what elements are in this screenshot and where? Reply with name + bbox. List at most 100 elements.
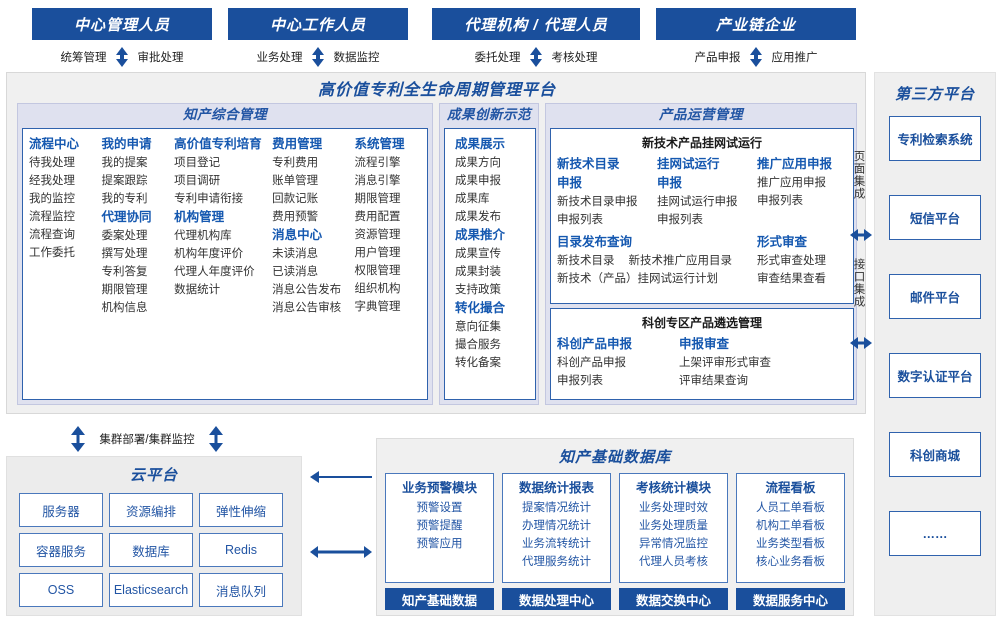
po2-col-head-1[interactable]: 申报审查 [679,337,730,351]
po-directory-item-1[interactable]: 新技术推广应用目录 [628,255,733,267]
ip-group-item-1-1-0[interactable]: 委案处理 [101,230,148,242]
innov-group-item-2-0[interactable]: 意向征集 [455,321,501,333]
innov-group-head-2[interactable]: 转化撮合 [455,301,506,315]
ip-group-head-1-1[interactable]: 代理协同 [101,210,152,224]
db-column-item-0-2[interactable]: 预警应用 [416,538,463,550]
cloud-cell-3[interactable]: 容器服务 [19,533,103,567]
actor-box-0[interactable]: 中心管理人员 [32,8,212,40]
po2-col-item-1-0[interactable]: 上架评审形式审查 [679,357,771,369]
ip-group-item-3-1-2[interactable]: 消息公告发布 [272,284,342,296]
ip-group-item-0-0-4[interactable]: 流程查询 [29,229,75,241]
po-col-item-2-1[interactable]: 申报列表 [757,195,803,207]
third-party-item-1[interactable]: 短信平台 [889,195,981,240]
innov-group-item-2-1[interactable]: 撮合服务 [455,339,501,351]
db-column-item-1-3[interactable]: 代理服务统计 [522,556,591,568]
ip-group-item-0-0-1[interactable]: 经我处理 [29,175,75,187]
po-col-head-2[interactable]: 推广应用申报 [757,157,833,171]
db-column-head-2[interactable]: 考核统计模块 [635,481,711,495]
ip-group-item-4-0-3[interactable]: 费用配置 [354,211,401,223]
po-directory-item-2[interactable]: 新技术（产品）挂网试运行计划 [557,273,718,285]
innov-group-item-0-0[interactable]: 成果方向 [455,157,501,169]
ip-group-item-1-1-2[interactable]: 专利答复 [101,266,148,278]
ip-group-item-1-0-1[interactable]: 提案跟踪 [101,175,148,187]
db-column-item-0-1[interactable]: 预警提醒 [416,520,463,532]
ip-group-item-1-1-4[interactable]: 机构信息 [101,302,148,314]
cloud-cell-2[interactable]: 弹性伸缩 [199,493,283,527]
third-party-item-2[interactable]: 邮件平台 [889,274,981,319]
third-party-item-3[interactable]: 数字认证平台 [889,353,981,398]
ip-group-item-3-0-2[interactable]: 回款记账 [272,193,319,205]
po-col-head-1[interactable]: 挂网试运行申报 [657,157,720,190]
third-party-item-0[interactable]: 专利检索系统 [889,116,981,161]
ip-group-item-2-1-0[interactable]: 代理机构库 [174,230,232,242]
db-column-head-3[interactable]: 流程看板 [765,481,816,495]
po-col-item-1-1[interactable]: 申报列表 [657,214,703,226]
ip-group-item-2-0-1[interactable]: 项目调研 [174,175,221,187]
ip-group-item-0-0-2[interactable]: 我的监控 [29,193,75,205]
db-column-item-1-0[interactable]: 提案情况统计 [522,502,591,514]
ip-group-item-3-1-3[interactable]: 消息公告审核 [272,302,342,314]
po-directory-item-0[interactable]: 新技术目录 [557,255,615,267]
db-column-item-3-3[interactable]: 核心业务看板 [756,556,825,568]
innov-group-head-0[interactable]: 成果展示 [455,137,506,151]
db-column-foot-3[interactable]: 数据服务中心 [736,588,845,610]
db-column-item-3-0[interactable]: 人员工单看板 [756,502,825,514]
cloud-cell-6[interactable]: OSS [19,573,103,607]
innov-group-item-1-0[interactable]: 成果宣传 [455,248,501,260]
actor-box-2[interactable]: 代理机构 / 代理人员 [432,8,640,40]
db-column-item-3-1[interactable]: 机构工单看板 [756,520,825,532]
innov-group-item-1-2[interactable]: 支持政策 [455,284,501,296]
db-column-foot-0[interactable]: 知产基础数据 [385,588,494,610]
innov-group-item-2-2[interactable]: 转化备案 [455,357,501,369]
actor-box-3[interactable]: 产业链企业 [656,8,856,40]
ip-group-item-1-1-3[interactable]: 期限管理 [101,284,148,296]
po2-col-item-1-1[interactable]: 评审结果查询 [679,375,748,387]
ip-group-item-3-1-1[interactable]: 已读消息 [272,266,319,278]
ip-group-head-3-1[interactable]: 消息中心 [272,228,323,242]
ip-group-item-3-0-1[interactable]: 账单管理 [272,175,319,187]
po-formal-review-head[interactable]: 形式审查 [757,235,808,249]
ip-group-item-1-1-1[interactable]: 撰写处理 [101,248,148,260]
po-col-item-0-1[interactable]: 申报列表 [557,214,603,226]
po-directory-head[interactable]: 目录发布查询 [557,235,633,249]
po-formal-review-item-1[interactable]: 审查结果查看 [757,273,826,285]
ip-group-item-2-0-2[interactable]: 专利申请衔接 [174,193,244,205]
cloud-cell-4[interactable]: 数据库 [109,533,193,567]
db-column-item-3-2[interactable]: 业务类型看板 [756,538,825,550]
ip-group-head-3-0[interactable]: 费用管理 [272,137,323,151]
db-column-item-2-0[interactable]: 业务处理时效 [639,502,708,514]
cloud-cell-5[interactable]: Redis [199,533,283,567]
po2-col-item-0-0[interactable]: 科创产品申报 [557,357,626,369]
ip-group-item-2-1-2[interactable]: 代理人年度评价 [174,266,255,278]
third-party-item-4[interactable]: 科创商城 [889,432,981,477]
ip-group-head-2-0[interactable]: 高价值专利培育 [174,137,262,151]
ip-group-head-4-0[interactable]: 系统管理 [354,137,405,151]
innov-group-item-1-1[interactable]: 成果封装 [455,266,501,278]
db-column-head-0[interactable]: 业务预警模块 [401,481,477,495]
ip-group-item-0-0-0[interactable]: 待我处理 [29,157,75,169]
ip-group-head-1-0[interactable]: 我的申请 [101,137,152,151]
ip-group-item-3-0-3[interactable]: 费用预警 [272,211,319,223]
db-column-foot-2[interactable]: 数据交换中心 [619,588,728,610]
po-col-head-0[interactable]: 新技术目录申报 [557,157,620,190]
ip-group-item-4-0-7[interactable]: 组织机构 [354,283,401,295]
ip-group-item-4-0-8[interactable]: 字典管理 [354,301,401,313]
cloud-cell-0[interactable]: 服务器 [19,493,103,527]
db-column-item-1-2[interactable]: 业务流转统计 [522,538,591,550]
ip-group-item-4-0-2[interactable]: 期限管理 [354,193,401,205]
cloud-cell-7[interactable]: Elasticsearch [109,573,193,607]
innov-group-item-0-2[interactable]: 成果库 [455,193,490,205]
third-party-item-5[interactable]: …… [889,511,981,556]
innov-group-head-1[interactable]: 成果推介 [455,228,506,242]
db-column-item-2-1[interactable]: 业务处理质量 [639,520,708,532]
ip-group-item-1-0-0[interactable]: 我的提案 [101,157,148,169]
ip-group-item-2-1-3[interactable]: 数据统计 [174,284,221,296]
po-col-item-0-0[interactable]: 新技术目录申报 [557,196,638,208]
ip-group-item-4-0-1[interactable]: 消息引擎 [354,175,401,187]
cloud-cell-1[interactable]: 资源编排 [109,493,193,527]
po-col-item-2-0[interactable]: 推广应用申报 [757,177,826,189]
ip-group-item-4-0-4[interactable]: 资源管理 [354,229,401,241]
db-column-foot-1[interactable]: 数据处理中心 [502,588,611,610]
innov-group-item-0-3[interactable]: 成果发布 [455,211,501,223]
ip-group-item-4-0-6[interactable]: 权限管理 [354,265,401,277]
